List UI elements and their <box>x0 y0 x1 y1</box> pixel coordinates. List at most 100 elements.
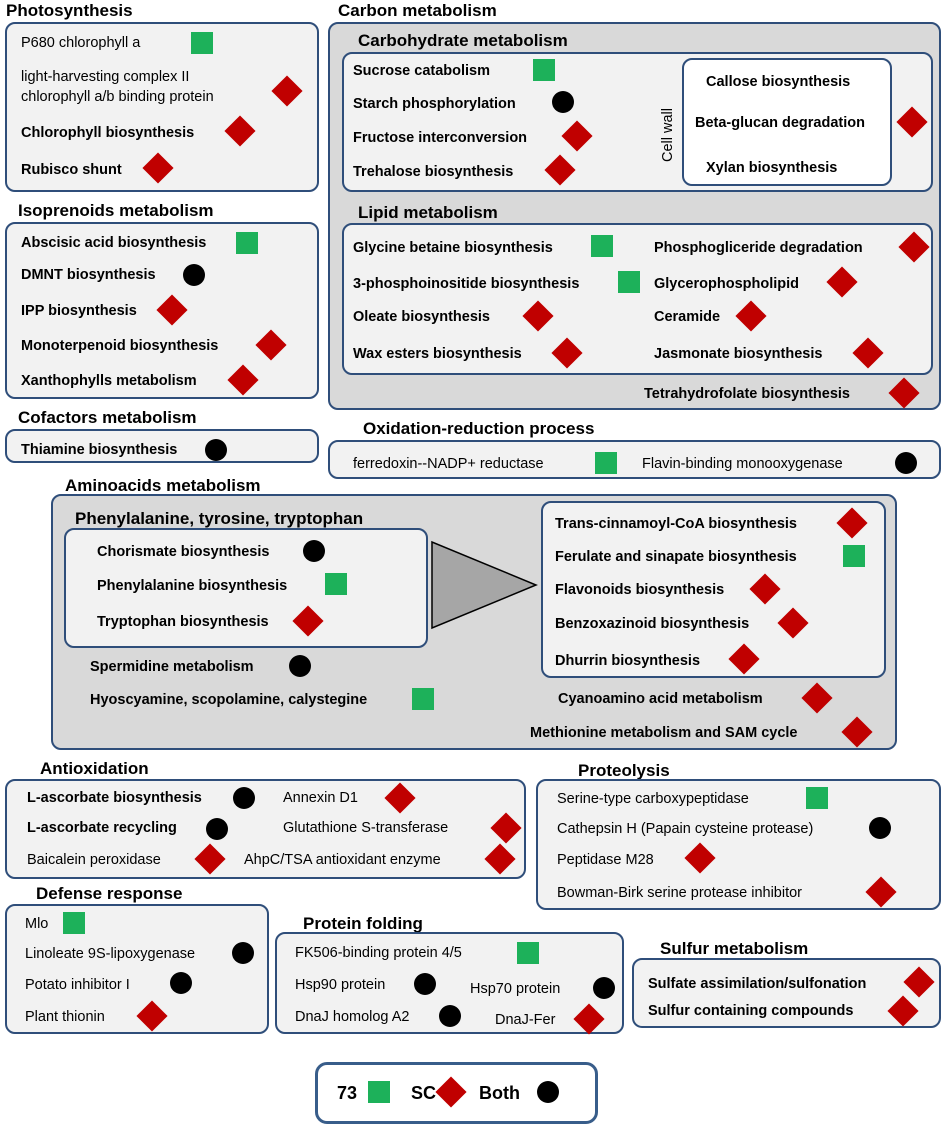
lipid-box <box>342 223 933 375</box>
dnaj-fer-label: DnaJ-Fer <box>495 1012 556 1028</box>
circle-marker <box>414 973 436 995</box>
square-marker <box>517 942 539 964</box>
hyoscyamine-label: Hyoscyamine, scopolamine, calystegine <box>90 692 368 708</box>
oxred-title: Oxidation-reduction process <box>363 419 595 438</box>
circle-marker <box>552 91 574 113</box>
phe-box <box>64 528 428 648</box>
glycine-betaine-label: Glycine betaine biosynthesis <box>353 240 553 256</box>
wax-esters-label: Wax esters biosynthesis <box>353 346 522 362</box>
lhc-label-2: chlorophyll a/b binding protein <box>21 89 214 105</box>
mlo-label: Mlo <box>25 916 49 932</box>
bowman-birk-label: Bowman-Birk serine protease inhibitor <box>557 885 802 901</box>
antiox-box <box>5 779 526 879</box>
carbon-title: Carbon metabolism <box>338 1 497 20</box>
cathepsin-label: Cathepsin H (Papain cysteine protease) <box>557 821 814 837</box>
tryptophan-label: Tryptophan biosynthesis <box>97 614 269 630</box>
fructose-label: Fructose interconversion <box>353 130 528 146</box>
proteolysis-title: Proteolysis <box>578 761 670 780</box>
abscisic-label: Abscisic acid biosynthesis <box>21 235 207 251</box>
square-marker <box>236 232 258 254</box>
antiox-title: Antioxidation <box>40 759 149 778</box>
tetrahydrofolate-label: Tetrahydrofolate biosynthesis <box>644 386 850 402</box>
ascorbate-biosynthesis-label: L-ascorbate biosynthesis <box>27 790 202 806</box>
phenylalanine-label: Phenylalanine biosynthesis <box>97 578 288 594</box>
circle-marker <box>206 818 228 840</box>
isoprenoids-title: Isoprenoids metabolism <box>18 201 214 220</box>
circle-marker <box>232 942 254 964</box>
legend-square-label: 73 <box>337 1083 358 1103</box>
oxred-box <box>328 440 941 479</box>
phosphogliceride-label: Phosphogliceride degradation <box>654 240 863 256</box>
square-marker <box>618 271 640 293</box>
legend-square-marker <box>368 1081 390 1103</box>
square-marker <box>325 573 347 595</box>
dmnt-label: DMNT biosynthesis <box>21 267 156 283</box>
ipp-label: IPP biosynthesis <box>21 303 137 319</box>
legend-circle-label: Both <box>479 1083 520 1103</box>
circle-marker <box>183 264 205 286</box>
serine-carboxypeptidase-label: Serine-type carboxypeptidase <box>557 791 749 807</box>
methionine-label: Methionine metabolism and SAM cycle <box>530 725 798 741</box>
ahpc-label: AhpC/TSA antioxidant enzyme <box>244 852 441 868</box>
legend-circle-marker <box>537 1081 559 1103</box>
monoterpenoid-label: Monoterpenoid biosynthesis <box>21 338 219 354</box>
spermidine-label: Spermidine metabolism <box>90 659 254 675</box>
sulfate-label: Sulfate assimilation/sulfonation <box>648 976 867 992</box>
flavin-label: Flavin-binding monooxygenase <box>642 456 843 472</box>
ascorbate-recycling-label: L-ascorbate recycling <box>27 820 177 836</box>
fk506-label: FK506-binding protein 4/5 <box>295 945 462 961</box>
sulfur-compounds-label: Sulfur containing compounds <box>648 1003 854 1019</box>
benzoxazinoid-label: Benzoxazinoid biosynthesis <box>555 616 750 632</box>
sulfur-box <box>632 958 941 1028</box>
hsp70-label: Hsp70 protein <box>470 981 561 997</box>
folding-title: Protein folding <box>303 914 423 933</box>
ferulate-label: Ferulate and sinapate biosynthesis <box>555 549 797 565</box>
lhc-label: light-harvesting complex II <box>21 69 190 85</box>
phe-title: Phenylalanine, tyrosine, tryptophan <box>75 509 364 528</box>
amino-title: Aminoacids metabolism <box>65 476 261 495</box>
square-marker <box>843 545 865 567</box>
starch-label: Starch phosphorylation <box>353 96 516 112</box>
cofactors-title: Cofactors metabolism <box>18 408 197 427</box>
chlorophyll-label: Chlorophyll biosynthesis <box>21 125 195 141</box>
cinnamoyl-label: Trans-cinnamoyl-CoA biosynthesis <box>555 516 797 532</box>
sulfur-title: Sulfur metabolism <box>660 939 809 958</box>
square-marker <box>806 787 828 809</box>
beta-glucan-label: Beta-glucan degradation <box>695 115 865 131</box>
rubisco-label: Rubisco shunt <box>21 162 122 178</box>
xanthophylls-label: Xanthophylls metabolism <box>21 373 197 389</box>
circle-marker <box>439 1005 461 1027</box>
p680-label: P680 chlorophyll a <box>21 35 141 51</box>
hsp90-label: Hsp90 protein <box>295 977 386 993</box>
defense-title: Defense response <box>36 884 183 903</box>
sucrose-label: Sucrose catabolism <box>353 63 490 79</box>
cell-wall-label: Cell wall <box>660 108 676 162</box>
square-marker <box>63 912 85 934</box>
oleate-label: Oleate biosynthesis <box>353 309 490 325</box>
flavonoids-label: Flavonoids biosynthesis <box>555 582 725 598</box>
square-marker <box>191 32 213 54</box>
trehalose-label: Trehalose biosynthesis <box>353 164 514 180</box>
ceramide-label: Ceramide <box>654 309 721 325</box>
glycerophospholipid-label: Glycerophospholipid <box>654 276 800 292</box>
cyanoamino-label: Cyanoamino acid metabolism <box>558 691 763 707</box>
circle-marker <box>205 439 227 461</box>
circle-marker <box>170 972 192 994</box>
products-box <box>541 501 886 678</box>
square-marker <box>533 59 555 81</box>
potato-inhibitor-label: Potato inhibitor I <box>25 977 130 993</box>
square-marker <box>595 452 617 474</box>
circle-marker <box>869 817 891 839</box>
thiamine-label: Thiamine biosynthesis <box>21 442 178 458</box>
peptidase-label: Peptidase M28 <box>557 852 654 868</box>
legend-diamond-label: SC <box>411 1083 437 1103</box>
circle-marker <box>289 655 311 677</box>
cofactors-box <box>5 429 319 463</box>
circle-marker <box>233 787 255 809</box>
glutathione-label: Glutathione S-transferase <box>283 820 449 836</box>
photosynthesis-title: Photosynthesis <box>6 1 133 20</box>
linoleate-label: Linoleate 9S-lipoxygenase <box>25 946 196 962</box>
jasmonate-label: Jasmonate biosynthesis <box>654 346 823 362</box>
circle-marker <box>895 452 917 474</box>
baicalein-label: Baicalein peroxidase <box>27 852 161 868</box>
